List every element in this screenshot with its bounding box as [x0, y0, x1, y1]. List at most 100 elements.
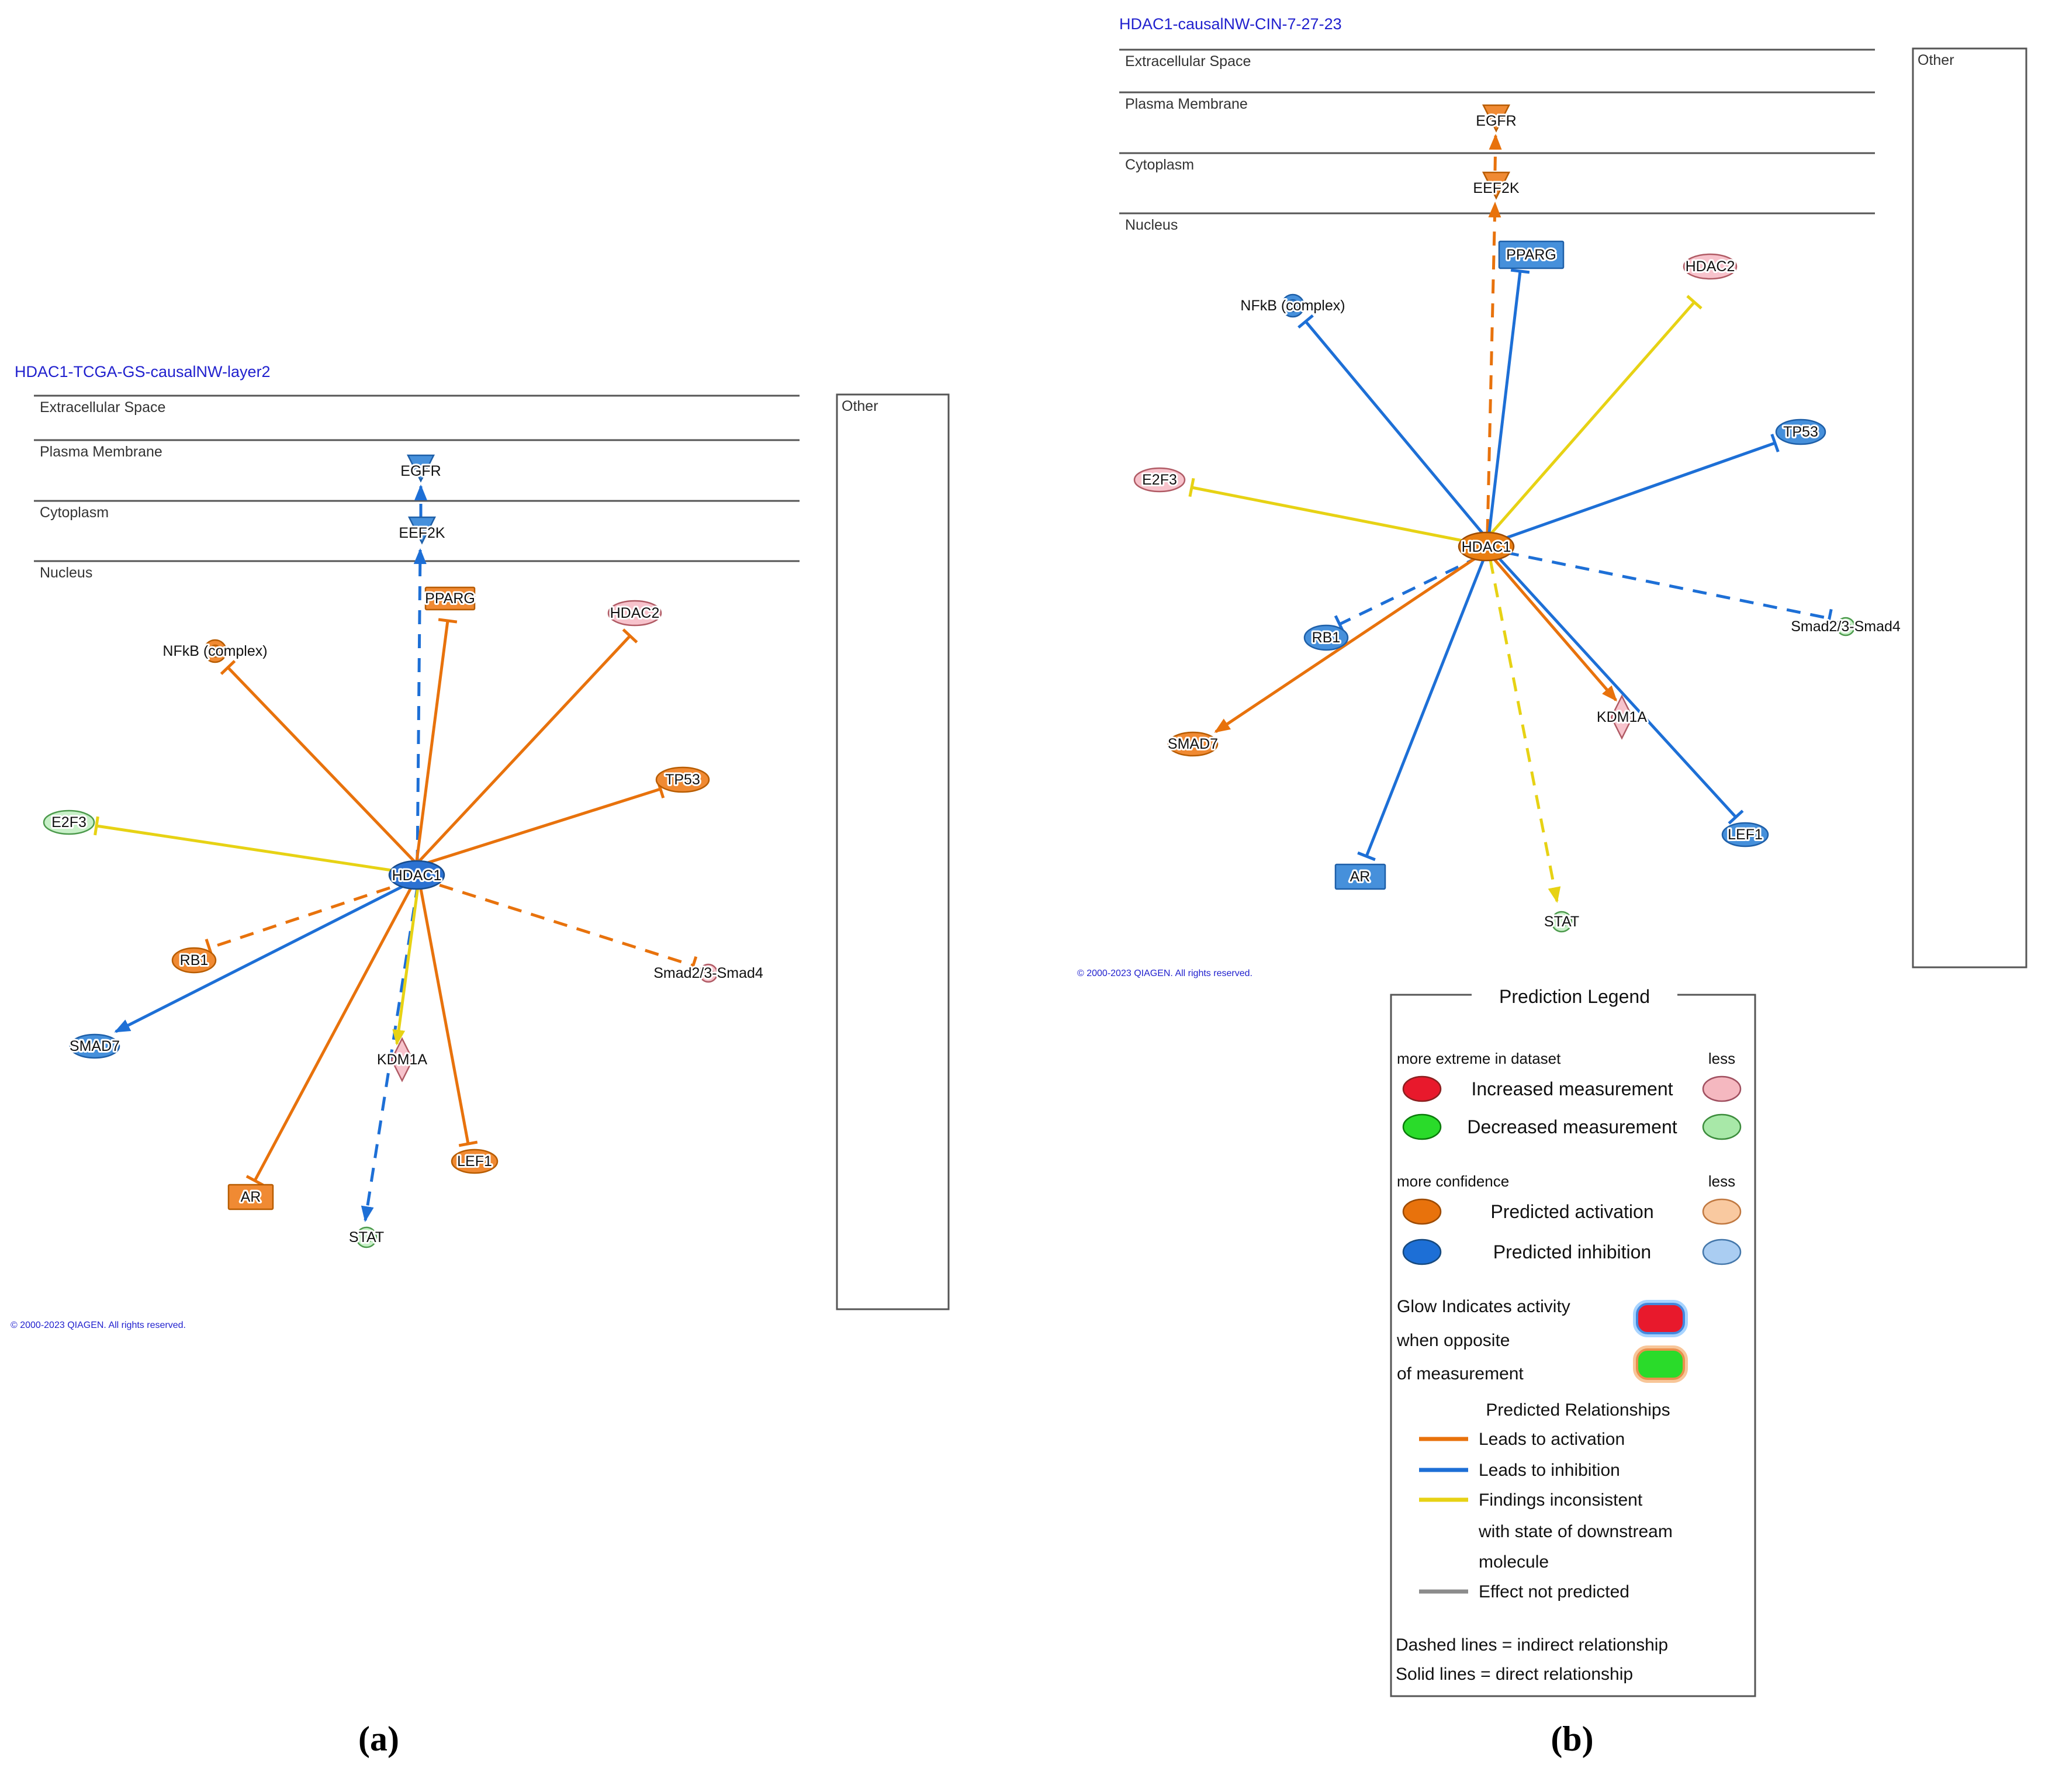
legend-rel-inconsistent-label1: Findings inconsistent [1479, 1490, 1643, 1510]
caption-b: (b) [1551, 1720, 1593, 1758]
node-label: EGFR [1476, 113, 1516, 129]
compartment-label-extracellular: Extracellular Space [1125, 53, 1251, 70]
node-ellipse-icon [451, 1148, 499, 1174]
node-label: TP53 [665, 772, 700, 788]
panel-a-title: HDAC1-TCGA-GS-causalNW-layer2 [15, 363, 271, 380]
node-label: E2F3 [1142, 472, 1177, 488]
node-label: SMAD7 [1168, 736, 1218, 752]
node-ellipse-icon [1167, 731, 1219, 757]
legend-glow-line2: when opposite [1396, 1331, 1510, 1350]
edge-hdac1-nfkb-activation [220, 660, 418, 865]
legend-more-confidence-label: more confidence [1397, 1172, 1509, 1190]
edge-hdac1-hdac2-activation [416, 628, 638, 865]
node-label: AR [241, 1189, 261, 1205]
node-hdac2: HDAC2 [1683, 253, 1738, 280]
node-label: RB1 [1312, 629, 1341, 646]
panel-b: HDAC1-causalNW-CIN-7-27-23 Extracellular… [1077, 15, 2027, 978]
node-rb1: RB1 [171, 947, 217, 974]
legend-rel-activation-label: Leads to activation [1479, 1430, 1625, 1449]
complex-icon [1551, 911, 1573, 933]
node-kdm1a: KDM1A [1595, 694, 1649, 740]
complex-icon [203, 639, 227, 663]
receptor-triangle-icon [1482, 104, 1511, 133]
node-label: KDM1A [1597, 709, 1647, 725]
node-rect-icon [1334, 863, 1386, 890]
legend-activation-label: Predicted activation [1490, 1201, 1653, 1222]
node-label: AR [1350, 869, 1371, 885]
node-hdac1-hub: HDAC1 [388, 860, 445, 890]
node-rect-icon [227, 1184, 274, 1210]
diamond-icon [1610, 694, 1634, 740]
node-smad7: SMAD7 [68, 1033, 122, 1059]
kinase-triangle-icon [1482, 171, 1511, 200]
edge-hdac1-kdm1a-inconsistent [392, 882, 420, 1046]
node-label: STAT [1544, 914, 1579, 930]
node-label: STAT [349, 1229, 384, 1246]
panel-b-edges [1188, 134, 1833, 903]
legend-decreased-label: Decreased measurement [1467, 1116, 1677, 1137]
diamond-icon [390, 1037, 414, 1082]
node-label: NFkB (complex) [162, 643, 267, 659]
inhibition-less-icon [1702, 1239, 1742, 1265]
decreased-less-icon [1702, 1113, 1742, 1140]
increased-less-icon [1702, 1075, 1742, 1102]
node-label: EEF2K [399, 525, 445, 541]
complex-inner-ring [208, 644, 222, 658]
edge-hdac1-smad234-inhibition-indirect [1504, 551, 1833, 628]
edge-hdac1-rb1-activation-indirect [205, 878, 413, 957]
complex-icon [355, 1226, 378, 1248]
legend-increased-label: Increased measurement [1471, 1078, 1673, 1099]
activation-strong-icon [1402, 1198, 1442, 1225]
edge-hdac1-stat-inhibition-indirect [361, 883, 420, 1222]
edge-eef2k-egfr-activation-indirect [1489, 134, 1502, 171]
node-label: TP53 [1783, 424, 1818, 440]
node-ellipse-icon [43, 809, 95, 835]
legend-rel-inconsistent-label3: molecule [1479, 1552, 1549, 1572]
complex-icon [1836, 617, 1856, 636]
node-ellipse-icon [1133, 467, 1186, 493]
edge-hdac1-tp53-activation [416, 779, 665, 868]
node-label: LEF1 [457, 1153, 492, 1170]
panel-b-title: HDAC1-causalNW-CIN-7-27-23 [1119, 15, 1342, 33]
legend-title: Prediction Legend [1499, 986, 1650, 1007]
caption-a: (a) [358, 1720, 399, 1758]
legend-rel-inconsistent-label2: with state of downstream [1478, 1522, 1673, 1541]
node-egfr: EGFR [1474, 104, 1518, 133]
node-smad234: Smad2/3-Smad4 [652, 963, 765, 983]
node-label: LEF1 [1728, 826, 1763, 843]
legend-relationships-title: Predicted Relationships [1486, 1400, 1670, 1420]
legend-less-label: less [1708, 1050, 1735, 1067]
legend-rel-inhibition-label: Leads to inhibition [1479, 1461, 1620, 1480]
edge-hdac1-eef2k-activation-indirect [1486, 202, 1501, 534]
node-e2f3: E2F3 [43, 809, 95, 835]
node-ellipse-icon [1458, 531, 1515, 562]
node-label: NFkB (complex) [1240, 297, 1345, 314]
legend-less-label: less [1708, 1172, 1735, 1190]
compartment-label-nucleus: Nucleus [1125, 217, 1178, 233]
node-label: EEF2K [1473, 180, 1520, 196]
edge-hdac1-pparg-activation [415, 618, 458, 862]
legend-more-extreme-label: more extreme in dataset [1397, 1050, 1561, 1067]
edge-hdac1-tp53-inhibition [1503, 434, 1780, 541]
node-hdac1-hub: HDAC1 [1458, 531, 1515, 562]
node-label: RB1 [180, 952, 209, 968]
node-ellipse-icon [388, 860, 445, 890]
edge-hdac1-e2f3-inconsistent [94, 816, 404, 874]
node-stat: STAT [347, 1226, 386, 1248]
panel-a-nodes: EGFR EEF2K PPARG NFkB (complex) HDAC2 [43, 454, 765, 1248]
other-box-label: Other [1918, 52, 1954, 68]
legend-inhibition-label: Predicted inhibition [1493, 1241, 1651, 1262]
other-box-label: Other [842, 398, 878, 414]
panel-a-edges [94, 485, 698, 1222]
node-ellipse-icon [171, 947, 217, 974]
compartment-label-plasma-membrane: Plasma Membrane [40, 444, 162, 460]
compartment-label-extracellular: Extracellular Space [40, 399, 165, 416]
legend-title-background [1472, 982, 1677, 1008]
prediction-legend: Prediction Legend more extreme in datase… [1390, 982, 1756, 1697]
complex-inner-ring [1840, 621, 1852, 632]
edge-hdac1-lef1-inhibition [1496, 555, 1744, 825]
node-e2f3: E2F3 [1133, 467, 1186, 493]
node-label: HDAC1 [1462, 539, 1511, 555]
legend-dashed-note: Dashed lines = indirect relationship [1396, 1635, 1668, 1655]
